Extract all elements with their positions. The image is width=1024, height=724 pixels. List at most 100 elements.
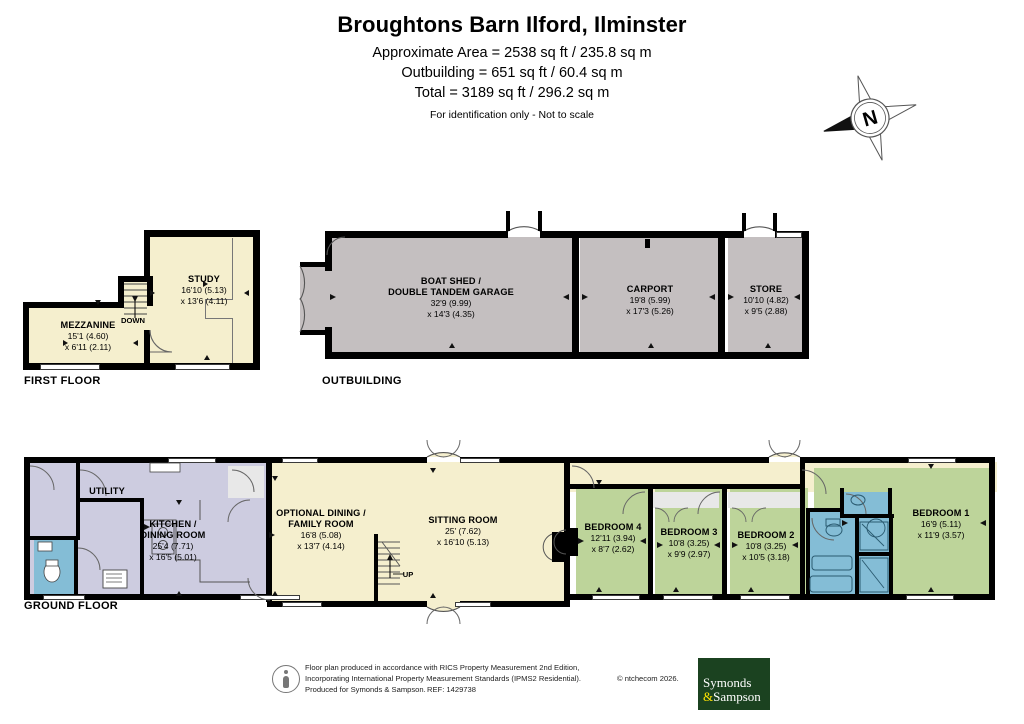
- wall-ensuite-b: [840, 514, 894, 518]
- window-bed4-south: [592, 595, 640, 600]
- wall-wc-right: [74, 536, 78, 594]
- wall-bath-right-a: [889, 518, 893, 554]
- wall-gf-top-e: [800, 457, 995, 463]
- wall-ob-top-b: [540, 231, 575, 238]
- wall-ob-top-d: [724, 231, 744, 238]
- window-bed1-north: [908, 458, 956, 463]
- wall-kitchen-left: [140, 498, 144, 594]
- person-icon: [272, 665, 300, 693]
- outbuilding-area-text: Outbuilding = 651 sq ft / 60.4 sq m: [401, 65, 623, 81]
- wall-ob-bottom: [325, 352, 809, 359]
- bathroom-cluster-fill: [806, 512, 892, 600]
- footer-line-3: Produced for Symonds & Sampson.: [305, 685, 426, 694]
- wall-ob-div-2: [718, 231, 725, 359]
- footer-ref: REF: 1429738: [427, 685, 476, 694]
- page-header: Broughtons Barn Ilford, Ilminster Approx…: [0, 12, 1024, 121]
- room-boatshed-fill: [330, 237, 572, 359]
- window-wc-south: [43, 595, 85, 600]
- room-label-store: STORE 10'10 (4.82) x 9'5 (2.88): [743, 284, 789, 316]
- room-mezzanine-fill: [25, 305, 153, 367]
- wall-sitting-bed-divider: [564, 457, 570, 607]
- wall-gf-top-a: [24, 457, 274, 463]
- partition-study-b: [205, 299, 233, 301]
- room-label-optional-family: OPTIONAL DINING / FAMILY ROOM 16'8 (5.08…: [276, 508, 366, 551]
- window-store-north: [776, 232, 802, 238]
- symonds-sampson-logo: Symonds &Sampson: [698, 658, 770, 710]
- wall-study-left-upper: [144, 230, 150, 280]
- window-bed1-south: [906, 595, 954, 600]
- page-title: Broughtons Barn Ilford, Ilminster: [337, 12, 687, 37]
- footer-line-2: Incorporating International Property Mea…: [305, 674, 582, 683]
- window-sitting-south: [455, 602, 491, 607]
- approximate-area-text: Approximate Area = 2538 sq ft / 235.8 sq…: [372, 45, 652, 61]
- wall-bath-top: [806, 508, 844, 512]
- disclaimer-text: For identification only - Not to scale: [430, 109, 594, 121]
- logo-line-2: &Sampson: [703, 689, 761, 705]
- wall-ob-div-1: [572, 231, 579, 359]
- partition-study-c: [205, 299, 207, 319]
- window-bed3-south: [663, 595, 713, 600]
- wall-ob-left-lower: [325, 327, 332, 359]
- room-wc-fill: [34, 540, 76, 598]
- compass-rose-icon: N: [818, 72, 923, 164]
- window-family-south: [282, 602, 322, 607]
- room-label-bedroom3: BEDROOM 3 10'8 (3.25) x 9'9 (2.97): [660, 527, 718, 559]
- window-sitting-north: [460, 458, 500, 463]
- wall-bed4-right: [648, 484, 653, 596]
- window-kitchen-north: [168, 458, 216, 463]
- stairs-up-label: UP: [402, 570, 414, 579]
- room-carport-fill: [580, 237, 720, 359]
- wall-bath-mid: [855, 518, 859, 596]
- logo-ampersand: &: [703, 689, 714, 704]
- wall-bed2-right: [800, 462, 805, 596]
- wall-bay-bottom: [300, 330, 332, 335]
- wall-gf-top-c: [460, 457, 570, 463]
- logo-line-1: Symonds: [703, 675, 752, 690]
- room-label-bedroom2: BEDROOM 2 10'8 (3.25) x 10'5 (3.18): [737, 530, 795, 562]
- wall-bath-left: [806, 508, 810, 596]
- wall-gf-right: [989, 457, 995, 600]
- room-label-bedroom4: BEDROOM 4 12'11 (3.94) x 8'7 (2.62): [584, 522, 642, 554]
- floor-label-outbuilding: OUTBUILDING: [322, 375, 402, 387]
- boatshed-bay-fill: [300, 266, 332, 332]
- room-label-bedroom1: BEDROOM 1 16'9 (5.11) x 11'9 (3.57): [912, 508, 970, 540]
- window-study-south: [175, 364, 230, 370]
- wardrobe-bed3: [651, 492, 719, 508]
- footer: Floor plan produced in accordance with R…: [272, 658, 772, 714]
- wall-bed3-top: [648, 484, 726, 489]
- wall-bay-top: [300, 262, 332, 267]
- wall-study-left-lower: [144, 330, 150, 370]
- footer-line-1: Floor plan produced in accordance with R…: [305, 663, 580, 672]
- wall-gf-top-d: [567, 457, 769, 463]
- wall-bed3-right: [722, 484, 727, 596]
- window-mezzanine-south: [40, 364, 100, 370]
- wall-gf-bottom-a: [24, 594, 272, 600]
- wall-gf-top-b: [267, 457, 427, 463]
- floor-label-first: FIRST FLOOR: [24, 375, 101, 387]
- wall-bed4-top: [572, 484, 652, 489]
- room-label-utility: UTILITY: [89, 486, 125, 496]
- total-area-text: Total = 3189 sq ft / 296.2 sq m: [414, 85, 610, 101]
- footer-copyright: © ntchecom 2026.: [617, 674, 679, 683]
- wall-kitchen-divider: [266, 457, 272, 602]
- wardrobe-bed2: [728, 492, 800, 508]
- wall-wc-top: [30, 536, 78, 540]
- wall-corridor-bed4: [566, 484, 576, 489]
- wall-ensuite-a: [840, 488, 844, 518]
- floor-label-ground: GROUND FLOOR: [24, 600, 119, 612]
- partition-study-d: [205, 318, 233, 320]
- wall-utility-bottom: [76, 498, 144, 502]
- partition-study-e: [232, 318, 234, 363]
- window-bed2-south: [740, 595, 790, 600]
- room-label-mezzanine: MEZZANINE 15'1 (4.60) x 6'11 (2.11): [60, 320, 116, 352]
- wall-stair-top: [118, 276, 150, 282]
- wall-bath-split: [855, 552, 893, 556]
- wall-ensuite-c: [888, 488, 892, 518]
- wall-bed2-top: [722, 484, 804, 489]
- room-label-boatshed: BOAT SHED / DOUBLE TANDEM GARAGE 32'9 (9…: [388, 276, 514, 319]
- partition-study-a: [232, 238, 234, 300]
- ensuite-upper-fill: [844, 492, 892, 516]
- room-label-study: STUDY 16'10 (5.13) x 13'6 (4.11): [180, 274, 228, 306]
- wall-ob-right: [802, 231, 809, 359]
